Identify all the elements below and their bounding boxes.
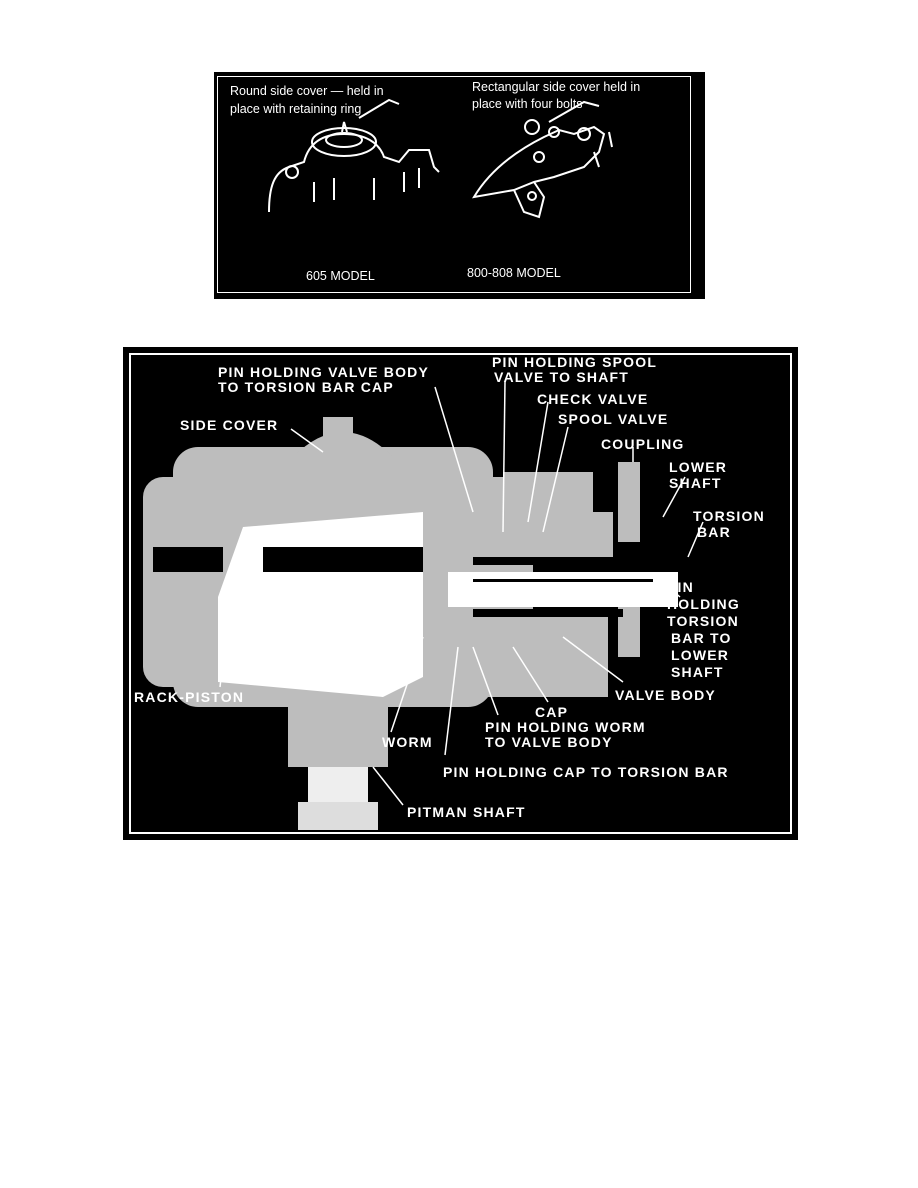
- label-lower-shaft-1: LOWER: [669, 459, 728, 475]
- model-800-808-label: 800-808 MODEL: [467, 266, 561, 280]
- label-pin-valve-body-1: PIN HOLDING VALVE BODY: [218, 364, 430, 380]
- label-side-cover: SIDE COVER: [180, 417, 279, 433]
- label-check-valve: CHECK VALVE: [537, 391, 649, 407]
- power-steering-gear-cutaway-figure: PIN HOLDING VALVE BODY TO TORSION BAR CA…: [123, 347, 798, 840]
- label-spool-valve: SPOOL VALVE: [558, 411, 669, 427]
- rectangular-cover-caption-line1: Rectangular side cover held in: [472, 80, 641, 94]
- label-pin-torsion-3: TORSION: [667, 613, 739, 629]
- label-pin-torsion-1: PIN: [667, 579, 694, 595]
- round-cover-caption-line1: Round side cover — held in: [230, 84, 384, 98]
- label-lower-shaft-2: SHAFT: [669, 475, 722, 491]
- label-pin-worm-2: TO VALVE BODY: [485, 734, 613, 750]
- figure-border: [217, 76, 691, 293]
- round-side-cover-drawing: [268, 98, 440, 213]
- label-rack-piston: RACK-PISTON: [134, 689, 245, 705]
- label-pin-torsion-4: BAR TO: [671, 630, 732, 646]
- label-worm: WORM: [382, 734, 433, 750]
- rack-teeth: [153, 547, 653, 617]
- rectangular-cover-caption-line2: place with four bolts: [472, 97, 583, 111]
- label-pin-valve-body-2: TO TORSION BAR CAP: [218, 379, 394, 395]
- label-pin-spool-2: VALVE TO SHAFT: [494, 369, 630, 385]
- label-pin-worm-1: PIN HOLDING WORM: [485, 719, 646, 735]
- label-torsion-bar-2: BAR: [697, 524, 731, 540]
- steering-gear-drawing: [143, 381, 704, 830]
- leader-lines: [219, 381, 704, 806]
- label-pin-torsion-5: LOWER: [671, 647, 730, 663]
- figure-border: [129, 353, 792, 834]
- label-pin-cap: PIN HOLDING CAP TO TORSION BAR: [443, 764, 729, 780]
- label-cap: CAP: [535, 704, 569, 720]
- label-coupling: COUPLING: [601, 436, 685, 452]
- label-valve-body: VALVE BODY: [615, 687, 716, 703]
- model-605-label: 605 MODEL: [306, 269, 375, 283]
- side-cover-drawings: [268, 98, 613, 219]
- label-pin-torsion-2: HOLDING: [667, 596, 740, 612]
- rectangular-side-cover-drawing: [472, 100, 613, 219]
- label-pitman-shaft: PITMAN SHAFT: [407, 804, 526, 820]
- label-pin-torsion-6: SHAFT: [671, 664, 724, 680]
- label-pin-spool-1: PIN HOLDING SPOOL: [492, 354, 658, 370]
- side-cover-comparison-figure: Round side cover — held in place with re…: [214, 72, 705, 299]
- label-torsion-bar-1: TORSION: [693, 508, 765, 524]
- round-cover-caption-line2: place with retaining ring: [230, 102, 362, 116]
